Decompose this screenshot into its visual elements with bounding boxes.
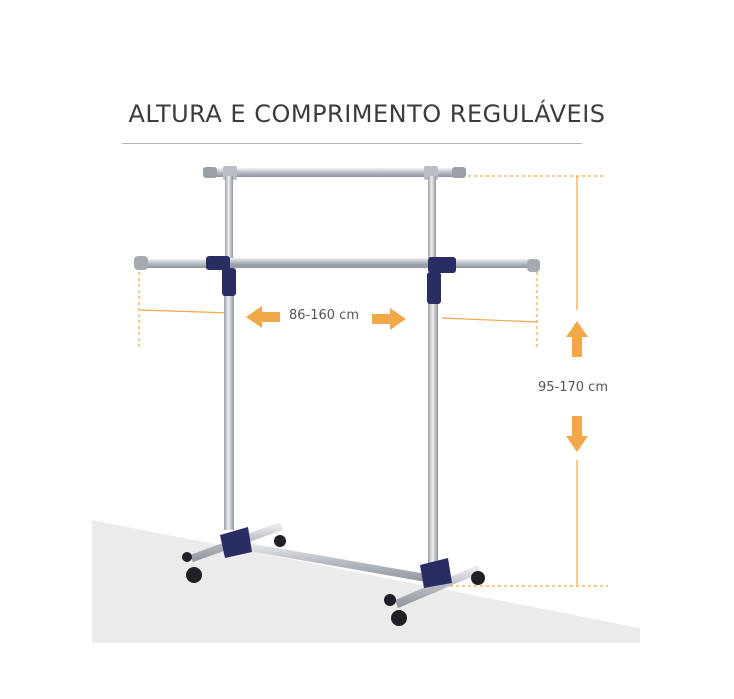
joints bbox=[206, 256, 456, 304]
arrow-down-icon bbox=[566, 416, 588, 452]
page-title: ALTURA E COMPRIMENTO REGULÁVEIS bbox=[128, 100, 606, 128]
floor-plane bbox=[92, 520, 640, 643]
middle-rail bbox=[134, 256, 540, 272]
height-guides bbox=[450, 175, 608, 587]
right-upright bbox=[428, 298, 438, 568]
arrow-left-icon bbox=[246, 306, 280, 328]
top-rail bbox=[203, 166, 466, 180]
left-upright-inner bbox=[225, 176, 233, 266]
height-range-label: 95-170 cm bbox=[538, 380, 608, 395]
width-range-label: 86-160 cm bbox=[289, 308, 359, 323]
rack-base bbox=[190, 522, 481, 608]
arrow-right-icon bbox=[372, 308, 406, 330]
casters bbox=[182, 535, 485, 626]
arrow-up-icon bbox=[566, 321, 588, 357]
right-upright-inner bbox=[428, 176, 436, 268]
title-divider bbox=[122, 143, 582, 144]
width-guides bbox=[138, 272, 538, 350]
left-upright bbox=[224, 290, 234, 530]
